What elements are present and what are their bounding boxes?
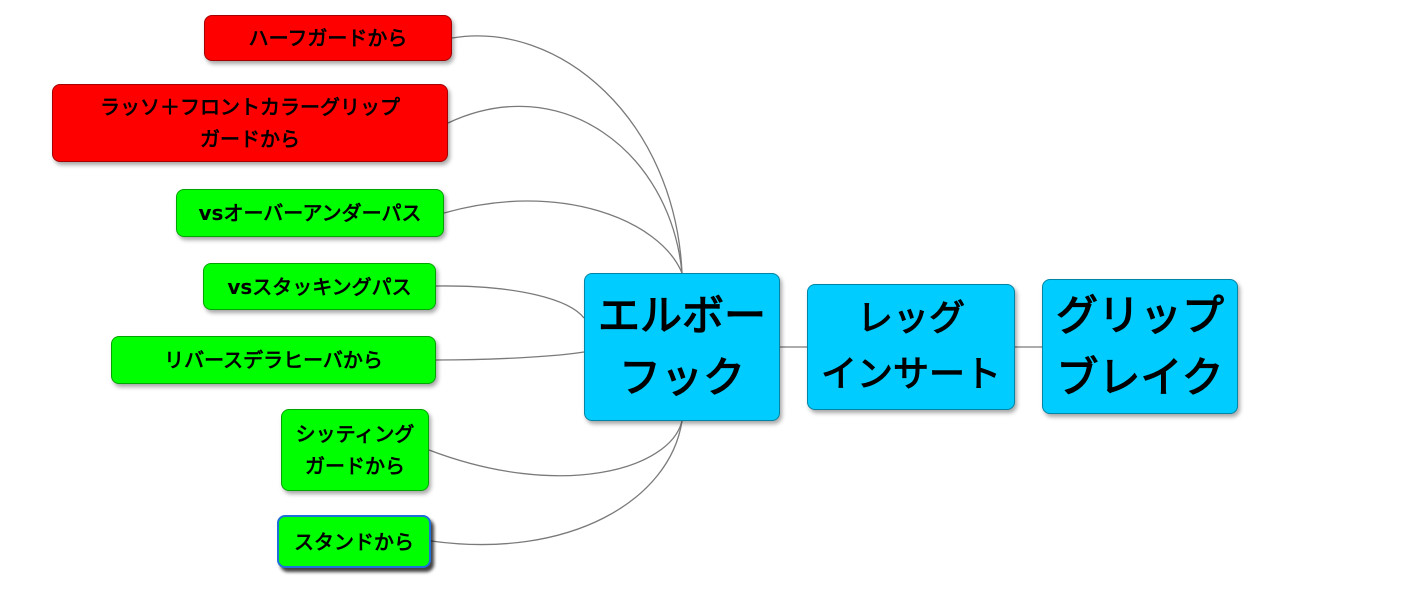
node-vs-over-under-pass[interactable]: vsオーバーアンダーパス xyxy=(176,189,444,237)
connector-lasso xyxy=(447,105,683,274)
connector-stack xyxy=(435,285,585,319)
node-leg-insert[interactable]: レッグ インサート xyxy=(807,284,1015,410)
node-stand[interactable]: スタンドから xyxy=(277,515,431,568)
node-sitting-guard[interactable]: シッティング ガードから xyxy=(281,409,429,491)
node-half-guard[interactable]: ハーフガードから xyxy=(204,15,452,61)
connector-stand xyxy=(430,420,683,546)
connector-sit xyxy=(428,420,683,477)
connector-over xyxy=(443,200,683,274)
node-vs-stacking-pass[interactable]: vsスタッキングパス xyxy=(203,263,436,310)
connector-half xyxy=(451,35,683,274)
connector-rev xyxy=(435,351,585,361)
node-reverse-de-la-riva[interactable]: リバースデラヒーバから xyxy=(111,336,436,384)
node-elbow-hook[interactable]: エルボー フック xyxy=(584,273,780,421)
node-grip-break[interactable]: グリップ ブレイク xyxy=(1042,279,1238,414)
node-lasso-front-collar[interactable]: ラッソ＋フロントカラーグリップ ガードから xyxy=(52,84,448,162)
